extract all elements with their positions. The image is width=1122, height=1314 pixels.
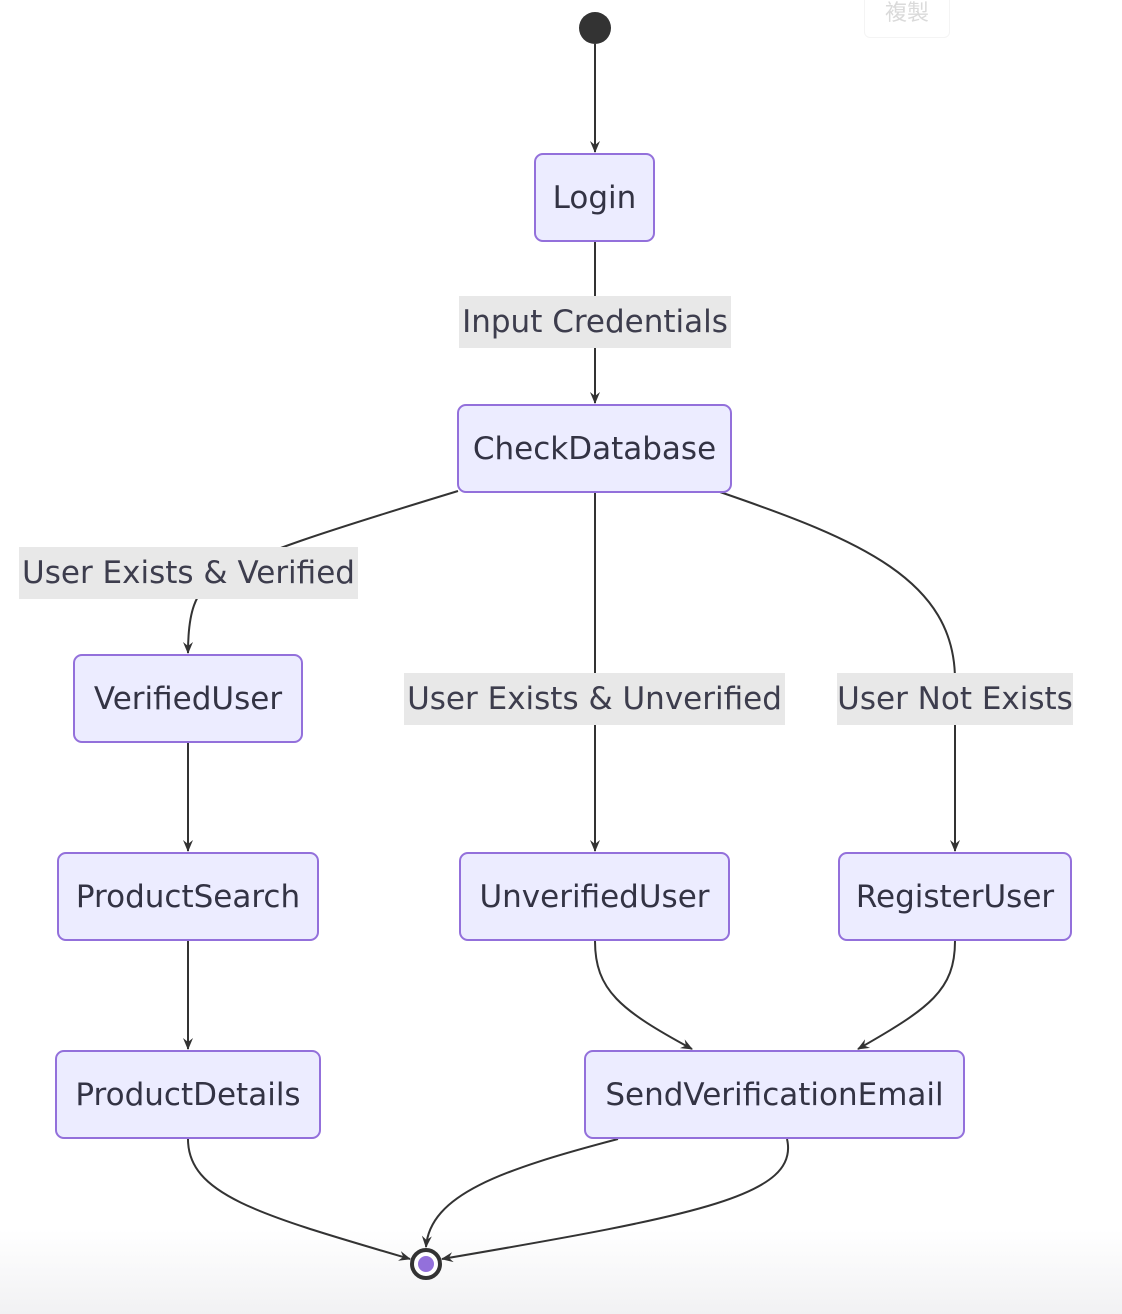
edge-unverifieduser-to-sendverificationemail (594, 940, 693, 1050)
state-productdetails[interactable]: ProductDetails (55, 1050, 321, 1139)
state-productdetails-label: ProductDetails (75, 1076, 301, 1113)
start-state (579, 12, 611, 44)
edge-label-user-exists-unverified: User Exists & Unverified (404, 673, 785, 725)
edge-label-user-not-exists: User Not Exists (837, 673, 1073, 725)
state-sendverificationemail[interactable]: SendVerificationEmail (584, 1050, 965, 1139)
state-sendverificationemail-label: SendVerificationEmail (605, 1076, 944, 1113)
state-unverifieduser[interactable]: UnverifiedUser (459, 852, 730, 941)
edge-label-input-credentials: Input Credentials (459, 296, 731, 348)
state-registeruser[interactable]: RegisterUser (838, 852, 1072, 941)
edge-sendverificationemail-to-end-a (421, 1138, 619, 1248)
state-checkdatabase[interactable]: CheckDatabase (457, 404, 732, 493)
copy-button-label: 複製 (884, 1, 929, 26)
state-registeruser-label: RegisterUser (855, 878, 1055, 915)
edge-sendverificationemail-to-end-b (441, 1138, 790, 1263)
state-verifieduser[interactable]: VerifiedUser (73, 654, 303, 743)
edge-label-user-exists-verified: User Exists & Verified (19, 547, 358, 599)
state-unverifieduser-label: UnverifiedUser (479, 878, 710, 915)
bottom-fade (0, 1230, 1122, 1314)
state-login-label: Login (552, 179, 637, 216)
state-checkdatabase-label: CheckDatabase (472, 430, 717, 467)
state-verifieduser-label: VerifiedUser (93, 680, 283, 717)
state-productsearch-label: ProductSearch (75, 878, 301, 915)
edge-checkdatabase-to-registeruser (719, 491, 960, 852)
edge-registeruser-to-sendverificationemail (857, 940, 956, 1050)
state-productsearch[interactable]: ProductSearch (57, 852, 319, 941)
copy-button[interactable]: 複製 (864, 0, 950, 38)
state-login[interactable]: Login (534, 153, 655, 242)
edge-productdetails-to-end (187, 1138, 411, 1261)
end-state-dot (418, 1256, 434, 1272)
